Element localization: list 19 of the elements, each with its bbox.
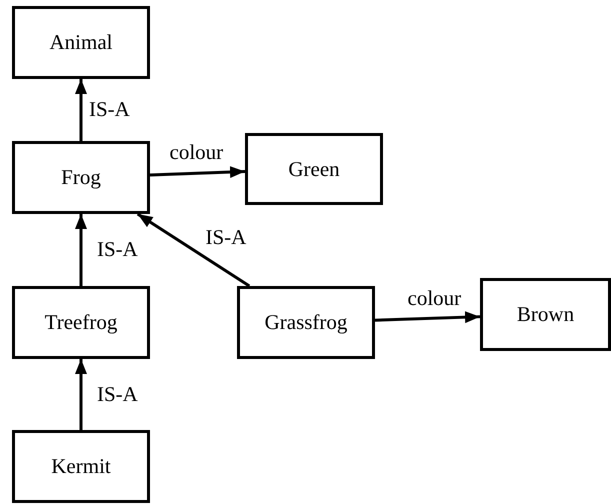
- node-label: Green: [288, 156, 340, 182]
- node-label: Animal: [50, 30, 112, 55]
- node-label: Grassfrog: [264, 310, 348, 335]
- arrow: [75, 359, 87, 430]
- concept-box: [245, 133, 383, 205]
- concept-box: [12, 6, 150, 79]
- concept-box: [237, 286, 375, 359]
- node-label: Brown: [516, 302, 574, 327]
- node-label: Kermit: [51, 454, 111, 479]
- concept-box: [12, 141, 150, 214]
- arrow: [75, 214, 87, 286]
- node-label: Frog: [61, 165, 101, 190]
- node-label: Treefrog: [44, 310, 118, 335]
- concept-box: [12, 430, 150, 503]
- arrow: [150, 166, 246, 178]
- concept-box: [480, 278, 611, 351]
- arrow: [75, 79, 87, 141]
- concept-box: [12, 286, 150, 359]
- arrow: [374, 311, 480, 324]
